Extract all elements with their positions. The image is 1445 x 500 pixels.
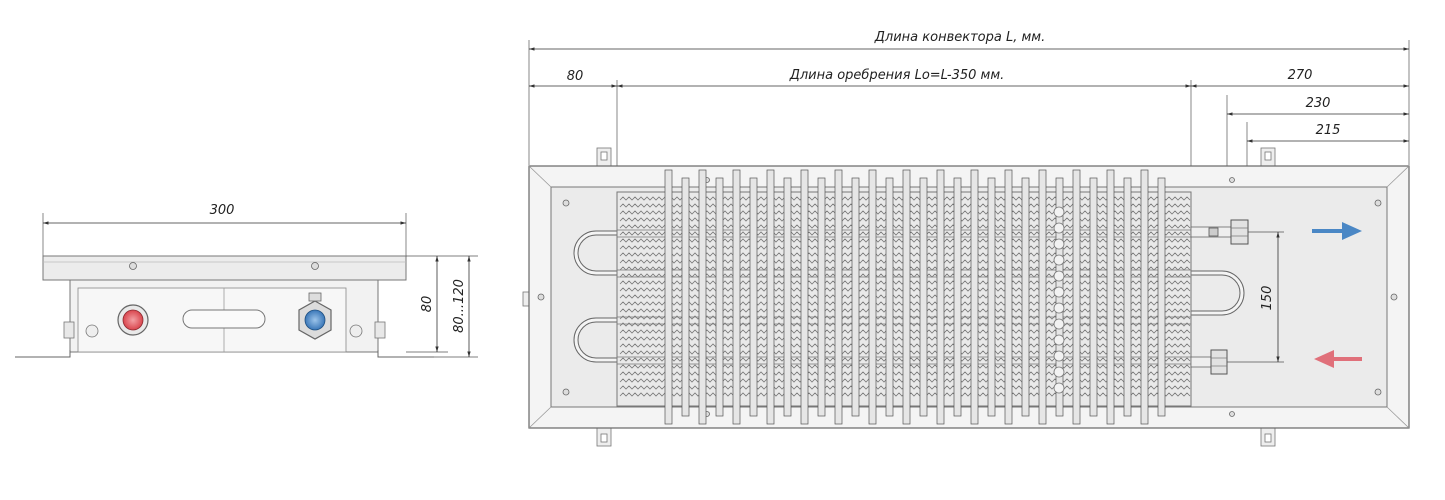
pipe-spacing-label: 150 bbox=[1260, 286, 1275, 311]
mounting-tabs bbox=[522, 147, 1276, 447]
right-215-label: 215 bbox=[1316, 123, 1341, 138]
grille-bars bbox=[664, 169, 1166, 425]
hot-pipe-icon bbox=[122, 309, 144, 331]
outlet-fitting bbox=[1230, 219, 1249, 245]
right-230-label: 230 bbox=[1306, 96, 1331, 111]
inlet-arrow-icon bbox=[1314, 350, 1362, 368]
inlet-fitting bbox=[1210, 349, 1228, 375]
width-dimension-label: 300 bbox=[210, 203, 235, 218]
valve-icon bbox=[1208, 227, 1219, 237]
adjust-dimension-label: 80...120 bbox=[452, 279, 467, 333]
top-view: Длина конвектора L, мм. 80 Длина оребрен… bbox=[522, 30, 1410, 447]
convector-lid bbox=[42, 255, 407, 281]
fin-length-label: Длина оребрения Lo=L-350 мм. bbox=[789, 68, 1005, 83]
cold-pipe-icon bbox=[304, 309, 326, 331]
front-view: 300 80 80...120 bbox=[15, 203, 478, 358]
total-length-label: Длина конвектора L, мм. bbox=[874, 30, 1045, 45]
outlet-arrow-icon bbox=[1312, 222, 1362, 240]
collector-caps bbox=[1053, 206, 1065, 394]
frame-screws bbox=[537, 177, 1398, 417]
slot-opening bbox=[182, 309, 266, 329]
screw-icon bbox=[311, 262, 319, 270]
right-270-label: 270 bbox=[1288, 68, 1313, 83]
screw-icon bbox=[129, 262, 137, 270]
height-dimension-label: 80 bbox=[420, 296, 435, 313]
left-offset-label: 80 bbox=[567, 69, 584, 84]
